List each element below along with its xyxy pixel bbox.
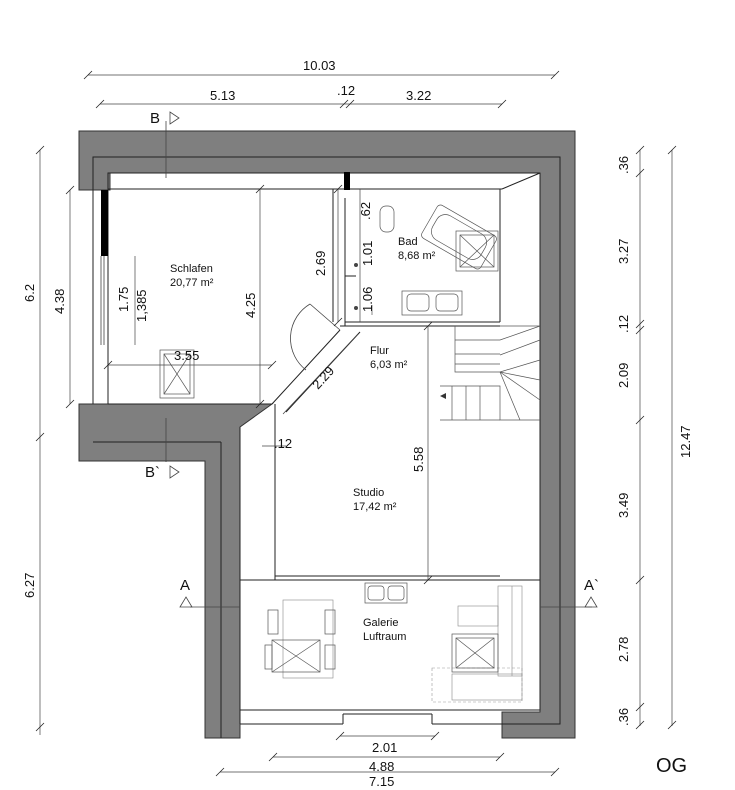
section-mark-a: A: [180, 577, 190, 594]
dim-schlafen-window: 1.75: [116, 287, 131, 312]
dim-schlafen-width: 3.55: [174, 348, 199, 363]
dim-right-3: .12: [616, 315, 631, 333]
doors: [290, 303, 341, 371]
dim-top-right: 3.22: [406, 88, 431, 103]
dim-wc-106: 1.06: [360, 287, 375, 312]
dim-right-1: .36: [616, 156, 631, 174]
room-area-schlafen: 20,77 m²: [170, 277, 214, 289]
dim-top-total: 10.03: [303, 58, 336, 73]
dim-schlafen-window-2: 1,385: [134, 289, 149, 322]
exterior-walls: [78, 130, 576, 739]
dim-bottom-1: 2.01: [372, 740, 397, 755]
dim-right-4: 2.09: [616, 363, 631, 388]
room-name-galerie: Galerie: [363, 617, 398, 629]
room-area-studio: 17,42 m²: [353, 501, 397, 513]
room-name-schlafen: Schlafen: [170, 263, 213, 275]
room-sub-galerie: Luftraum: [363, 631, 406, 643]
section-lines: [165, 111, 598, 608]
dim-top-left: 5.13: [210, 88, 235, 103]
dim-right-6: 2.78: [616, 637, 631, 662]
dim-schlafen-height: 4.25: [243, 293, 258, 318]
dim-flur-diagonal: 2.29: [309, 363, 337, 392]
dim-wc-62: .62: [358, 202, 373, 220]
room-name-studio: Studio: [353, 487, 384, 499]
room-name-bad: Bad: [398, 236, 418, 248]
dim-right-total: 12.47: [678, 425, 693, 458]
dim-left-upper: 6.2: [22, 284, 37, 302]
dim-right-7: .36: [616, 708, 631, 726]
dim-right-5: 3.49: [616, 493, 631, 518]
staircase: [440, 325, 541, 421]
room-area-bad: 8,68 m²: [398, 250, 436, 262]
room-name-flur: Flur: [370, 345, 389, 357]
room-area-flur: 6,03 m²: [370, 359, 408, 371]
section-mark-b-prime: B`: [145, 464, 160, 481]
dim-left-upper-inner: 4.38: [52, 289, 67, 314]
dim-bottom-2: 4.88: [369, 759, 394, 774]
gallery-furniture: [239, 579, 541, 711]
schlafen-window-chair: [159, 349, 195, 399]
section-mark-b: B: [150, 110, 160, 127]
dim-right-2: 3.27: [616, 239, 631, 264]
dim-wc-101: 1.01: [360, 241, 375, 266]
outer-dimension-lines: [35, 70, 677, 777]
dim-flur-height: 2.69: [313, 251, 328, 276]
bath-fixtures: [354, 204, 499, 316]
dim-left-lower: 6.27: [22, 573, 37, 598]
section-mark-a-prime: A`: [584, 577, 599, 594]
dim-studio-height: 5.58: [411, 447, 426, 472]
dim-studio-12: .12: [274, 436, 292, 451]
floor-label: OG: [656, 755, 687, 777]
dim-bottom-3: 7.15: [369, 774, 394, 789]
internal-dimension-lines: [103, 184, 433, 585]
dim-top-mid: .12: [337, 83, 355, 98]
